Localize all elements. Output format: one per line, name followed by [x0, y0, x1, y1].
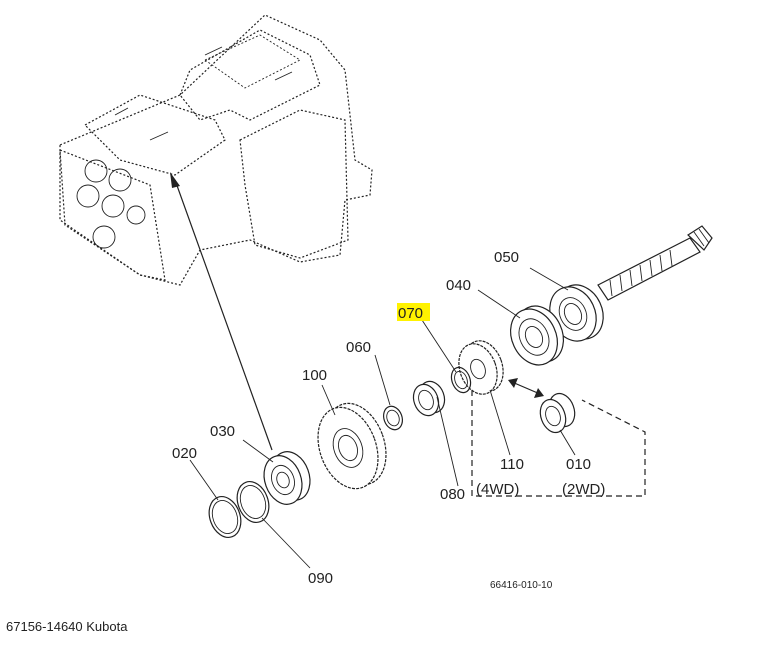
- bearing-040: [509, 305, 565, 366]
- callout-030: 030: [210, 423, 235, 440]
- shim-020: [208, 496, 242, 538]
- callout-060: 060: [346, 339, 371, 356]
- callout-110: 110: [500, 456, 524, 473]
- highlight-070: [397, 303, 430, 321]
- snap-ring-060: [382, 405, 404, 431]
- leader-lines: [189, 267, 576, 569]
- callout-100: 100: [302, 367, 327, 384]
- assembly-arrow: [170, 172, 273, 451]
- collar-080: [412, 380, 446, 417]
- gear-110: [458, 340, 504, 395]
- snap-ring-070: [450, 366, 472, 394]
- callout-070: 070: [398, 305, 423, 322]
- callout-050: 050: [494, 249, 519, 266]
- drawing-code: 66416-010-10: [490, 580, 553, 591]
- option-bracket: [471, 390, 646, 497]
- callout-020: 020: [172, 445, 197, 462]
- gear-100: [317, 402, 387, 490]
- callout-080: 080: [440, 486, 465, 503]
- callout-040: 040: [446, 277, 471, 294]
- note-2wd: (2WD): [562, 481, 605, 498]
- part-caption: 67156-14640 Kubota: [6, 619, 128, 634]
- swap-arrow: [508, 378, 544, 398]
- note-4wd: (4WD): [476, 481, 519, 498]
- pinion-shaft: [597, 225, 713, 301]
- shim-090: [236, 481, 270, 523]
- callout-090: 090: [308, 570, 333, 587]
- collar-010: [539, 392, 576, 434]
- bearing-030: [263, 451, 311, 505]
- transmission-housing: [59, 14, 373, 286]
- callout-010: 010: [566, 456, 591, 473]
